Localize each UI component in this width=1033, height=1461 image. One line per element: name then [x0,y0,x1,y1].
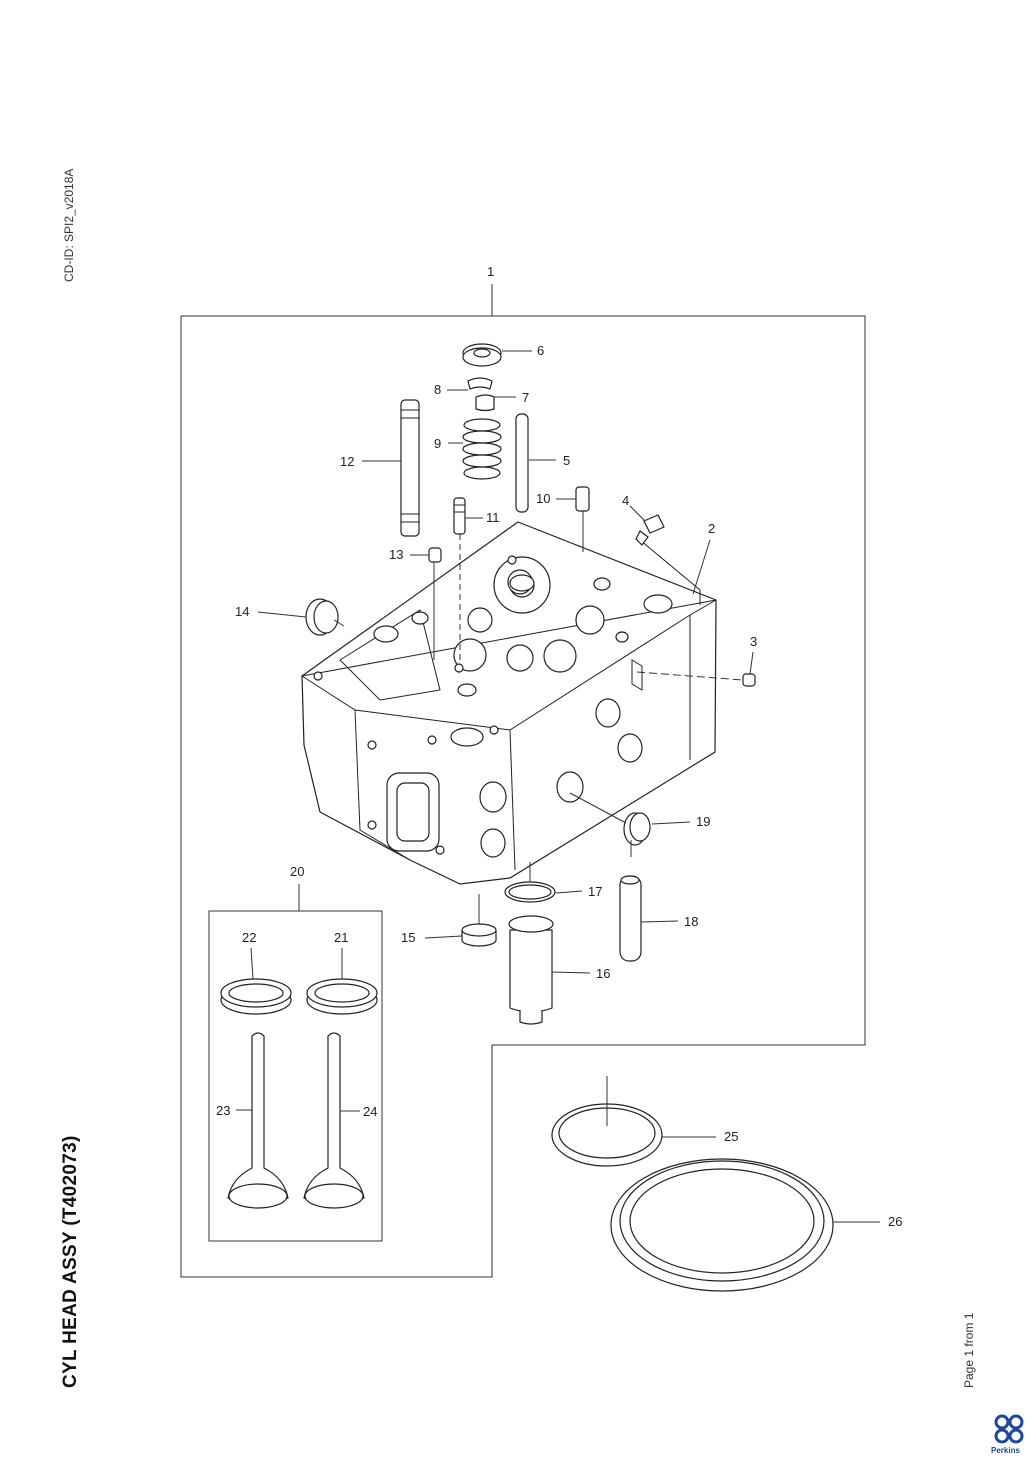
callout-21: 21 [334,930,348,945]
part-11 [453,497,466,535]
callout-18: 18 [684,914,698,929]
part-7 [475,394,495,412]
callout-1: 1 [487,264,494,279]
brand-name: Perkins [991,1446,1020,1455]
part-17 [504,881,556,903]
leader-14-axis [333,619,345,627]
callout-25: 25 [724,1129,738,1144]
part-4 [635,514,665,546]
cylinder-head-part [300,521,717,885]
callout-13: 13 [389,547,403,562]
part-6 [462,343,502,367]
callout-22: 22 [242,930,256,945]
part-25 [551,1103,663,1167]
part-8 [467,377,493,390]
callout-19: 19 [696,814,710,829]
part-14 [305,598,339,636]
part-12 [400,399,420,537]
part-16 [508,915,554,1025]
part-13 [428,547,442,563]
part-23 [227,1032,289,1209]
callout-6: 6 [537,343,544,358]
part-5 [515,413,529,513]
callout-4: 4 [622,493,629,508]
callout-10: 10 [536,491,550,506]
part-19 [623,812,651,846]
part-15 [461,923,497,947]
part-3 [742,673,756,687]
callout-7: 7 [522,390,529,405]
callout-17: 17 [588,884,602,899]
callout-26: 26 [888,1214,902,1229]
callout-8: 8 [434,382,441,397]
callout-12: 12 [340,454,354,469]
part-10 [575,486,590,512]
leader-14 [257,611,307,618]
part-26 [610,1158,834,1292]
callout-20: 20 [290,864,304,879]
assembly-boundary [180,315,866,1278]
part-18 [619,875,642,962]
part-24 [303,1032,365,1209]
callout-24: 24 [363,1104,377,1119]
callout-11: 11 [486,510,500,525]
leader-19-axis [569,792,627,824]
callout-16: 16 [596,966,610,981]
part-21 [306,978,378,1015]
leader-17 [555,890,583,894]
leader-4 [629,505,646,522]
leader-3 [749,651,754,675]
leader-2 [692,539,711,595]
callout-3: 3 [750,634,757,649]
leader-16 [551,971,591,974]
callout-2: 2 [708,521,715,536]
perkins-logo: Perkins [991,1414,1024,1455]
callout-15: 15 [401,930,415,945]
callout-5: 5 [563,453,570,468]
callout-9: 9 [434,436,441,451]
leader-22 [250,947,254,980]
leader-19 [651,821,691,825]
leader-18 [640,920,679,923]
kit-box-20 [208,910,383,1242]
leader-15 [424,935,463,939]
leader-3-axis [636,671,744,681]
part-22 [220,978,292,1015]
callout-14: 14 [235,604,249,619]
callout-23: 23 [216,1103,230,1118]
part-9 [462,418,502,480]
